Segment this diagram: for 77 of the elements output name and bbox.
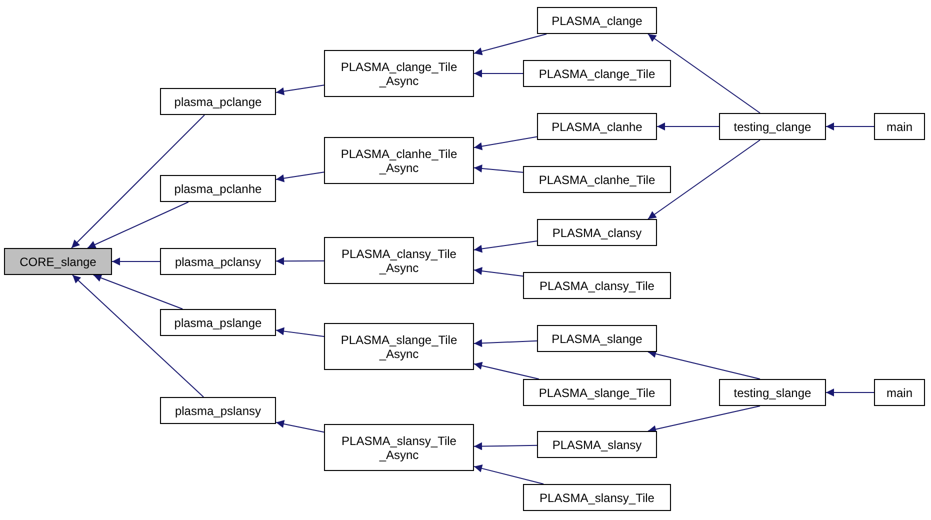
arrow xyxy=(87,202,189,248)
function-name: PLASMA_slange xyxy=(550,332,644,346)
function-name: PLASMA_clanhe_Tile xyxy=(538,172,656,186)
arrow xyxy=(276,420,324,433)
function-name: PLASMA_slange_Tile _Async xyxy=(340,332,458,360)
function-box xyxy=(523,166,671,193)
arrow xyxy=(474,164,524,173)
arrow xyxy=(276,172,324,182)
arrow xyxy=(474,362,540,380)
function-box xyxy=(537,325,657,352)
function-box xyxy=(160,88,276,115)
function-box xyxy=(874,379,925,406)
function-box xyxy=(160,248,276,275)
function-name: PLASMA_slange_Tile xyxy=(538,386,656,400)
arrow xyxy=(276,327,324,338)
arrow xyxy=(92,274,184,310)
function-box xyxy=(160,175,276,202)
function-box xyxy=(4,248,112,275)
function-box xyxy=(874,113,925,140)
function-name: plasma_pclange xyxy=(173,94,263,108)
function-name: plasma_pclansy xyxy=(174,254,262,268)
function-box xyxy=(160,397,276,424)
arrow xyxy=(72,274,204,398)
function-box xyxy=(719,379,826,406)
function-box xyxy=(523,272,671,299)
function-box xyxy=(719,113,826,140)
function-box xyxy=(537,219,657,246)
function-box xyxy=(160,309,276,336)
arrow xyxy=(648,140,760,220)
function-name: PLASMA_clansy_Tile xyxy=(538,278,656,292)
function-name: PLASMA_clange_Tile xyxy=(538,66,656,80)
function-box xyxy=(537,113,657,140)
function-box xyxy=(523,379,671,406)
function-name: PLASMA_clansy xyxy=(551,226,643,240)
function-name: testing_slange xyxy=(732,386,812,400)
arrow xyxy=(474,136,538,150)
arrow xyxy=(656,122,720,130)
function-box xyxy=(324,424,474,471)
arrow xyxy=(474,267,524,277)
arrow xyxy=(474,339,538,348)
arrow xyxy=(474,70,524,78)
arrow xyxy=(276,84,324,96)
function-name: plasma_pclanhe xyxy=(173,182,263,196)
arrow xyxy=(826,388,874,396)
arrow xyxy=(474,240,538,253)
function-box xyxy=(537,431,657,458)
function-name: PLASMA_clanhe xyxy=(550,120,644,134)
function-name: PLASMA_clange_Tile _Async xyxy=(340,60,458,88)
function-name: CORE_slange xyxy=(18,254,98,268)
arrow xyxy=(826,122,874,130)
function-name: PLASMA_clansy_Tile _Async xyxy=(340,246,458,274)
function-name: plasma_pslange xyxy=(173,316,263,330)
function-name: testing_clange xyxy=(732,120,812,134)
function-box xyxy=(537,7,657,34)
function-name: PLASMA_slansy xyxy=(551,438,643,452)
arrow xyxy=(474,464,544,484)
function-name: PLASMA_slansy_Tile xyxy=(538,490,656,504)
function-name: main xyxy=(885,386,914,400)
function-box xyxy=(324,323,474,370)
function-box xyxy=(324,50,474,97)
arrow xyxy=(474,442,538,450)
arrow xyxy=(648,34,760,114)
arrow xyxy=(648,350,760,380)
function-name: PLASMA_clanhe_Tile _Async xyxy=(340,146,458,174)
function-name: main xyxy=(885,120,914,134)
arrow xyxy=(112,258,160,266)
function-name: PLASMA_clange xyxy=(550,14,644,28)
function-name: PLASMA_slansy_Tile _Async xyxy=(340,434,458,462)
arrow xyxy=(474,34,548,56)
arrow xyxy=(648,406,760,434)
function-box xyxy=(324,237,474,284)
function-box xyxy=(523,60,671,87)
function-box xyxy=(523,484,671,511)
function-box xyxy=(324,137,474,184)
function-name: plasma_pslansy xyxy=(174,404,262,418)
arrow xyxy=(276,257,324,266)
arrow xyxy=(71,114,205,248)
